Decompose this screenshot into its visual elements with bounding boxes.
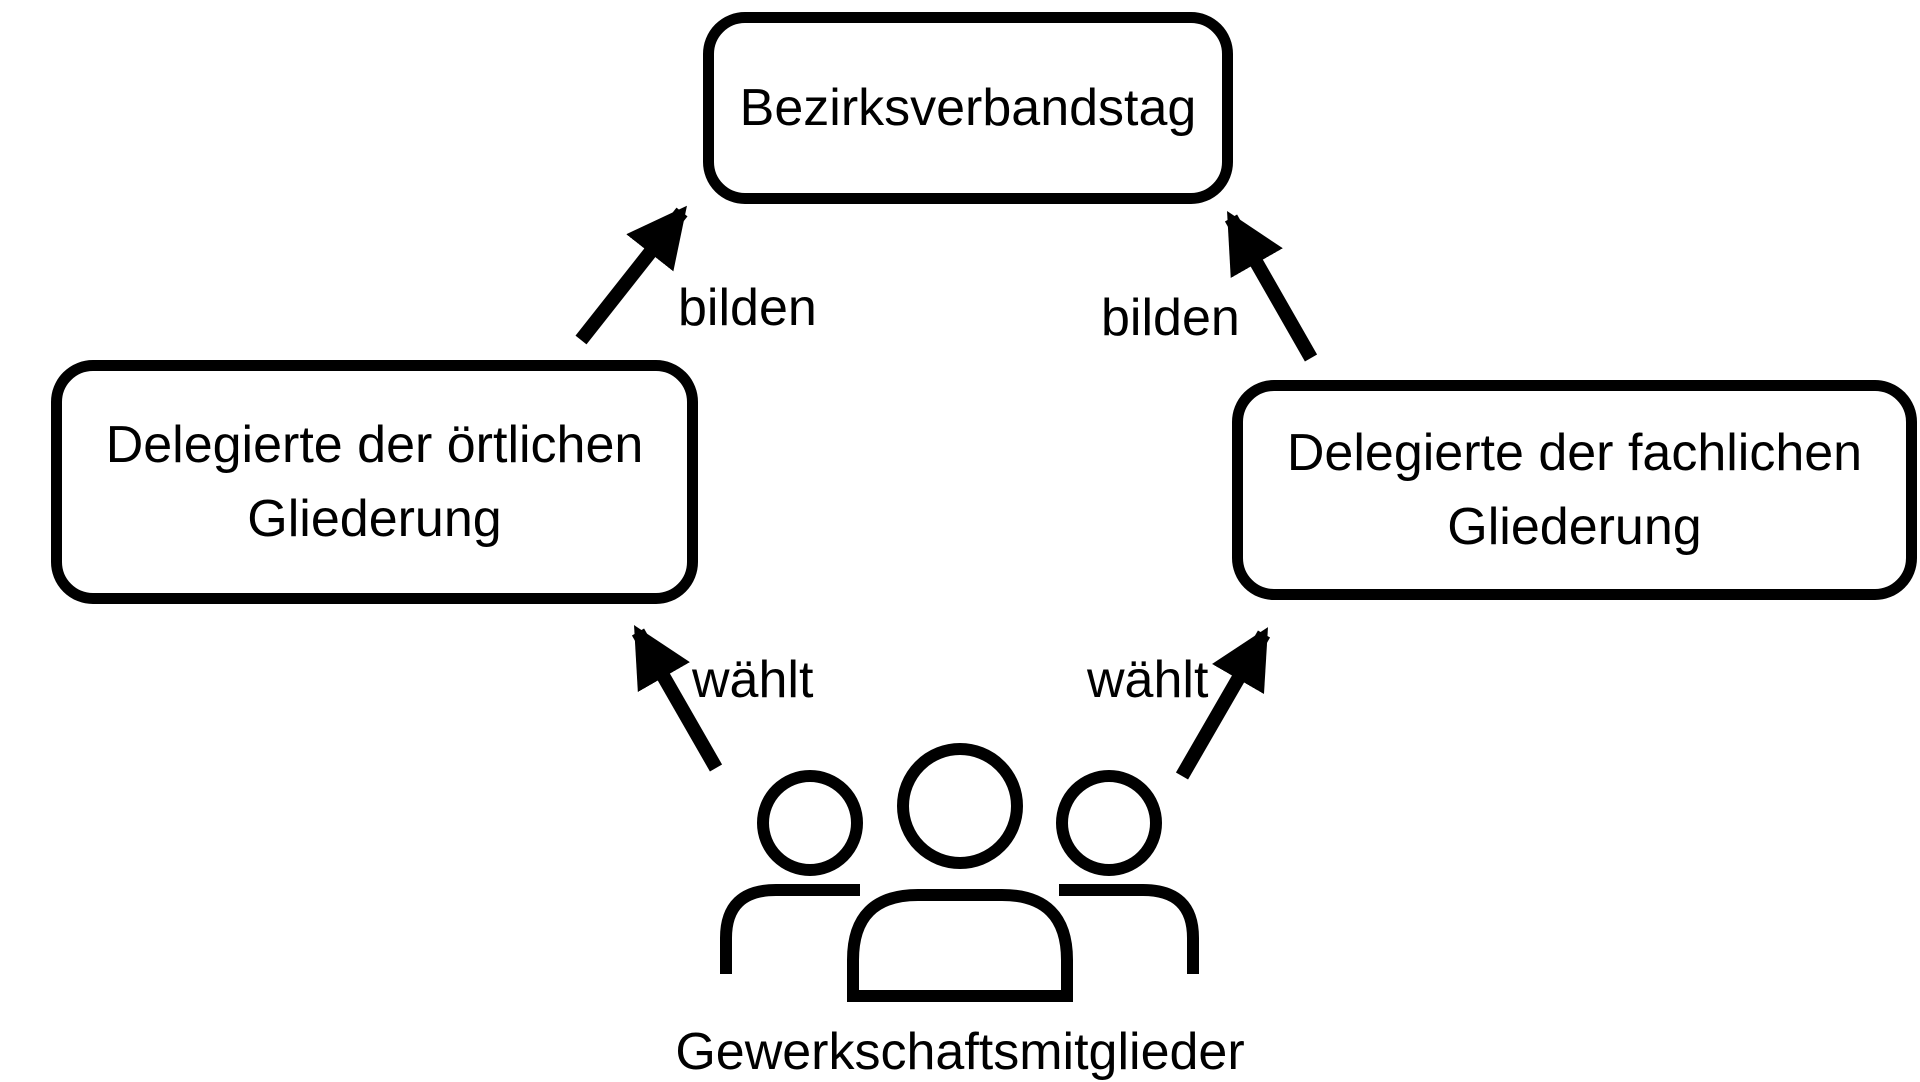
node-left-line-1: Delegierte der örtlichen — [105, 416, 644, 474]
node-right-line-1: Delegierte der fachlichen — [1286, 424, 1863, 482]
node-right-line-2: Gliederung — [1447, 498, 1702, 556]
arrow-members-to-right — [1175, 627, 1271, 780]
arrow-right-to-top — [1224, 211, 1318, 362]
members-label: Gewerkschaftsmitglieder — [675, 1023, 1245, 1081]
edge-label-left-to-top: bilden — [678, 279, 817, 337]
node-top-line-1: Bezirksverbandstag — [739, 79, 1197, 137]
node-left-line-2: Gliederung — [247, 490, 502, 548]
node-delegierte-fachliche-gliederung: Delegierte der fachlichen Gliederung — [1232, 380, 1917, 600]
node-delegierte-oertliche-gliederung: Delegierte der örtlichen Gliederung — [51, 360, 698, 604]
person-center-head-icon — [897, 743, 1023, 869]
person-right-head-icon — [1056, 770, 1162, 876]
person-center-body-icon — [847, 889, 1073, 1002]
person-left-head-icon — [757, 770, 863, 876]
person-right-body-icon — [1059, 884, 1199, 974]
edge-label-right-to-top: bilden — [1101, 289, 1240, 347]
edge-label-members-to-right: wählt — [1087, 651, 1209, 709]
node-bezirksverbandstag: Bezirksverbandstag — [703, 12, 1233, 204]
arrow-members-to-left — [631, 625, 723, 772]
people-group-icon — [720, 743, 1199, 1002]
edge-label-members-to-left: wählt — [692, 651, 814, 709]
arrow-left-to-top — [575, 205, 688, 345]
person-left-body-icon — [720, 884, 860, 974]
